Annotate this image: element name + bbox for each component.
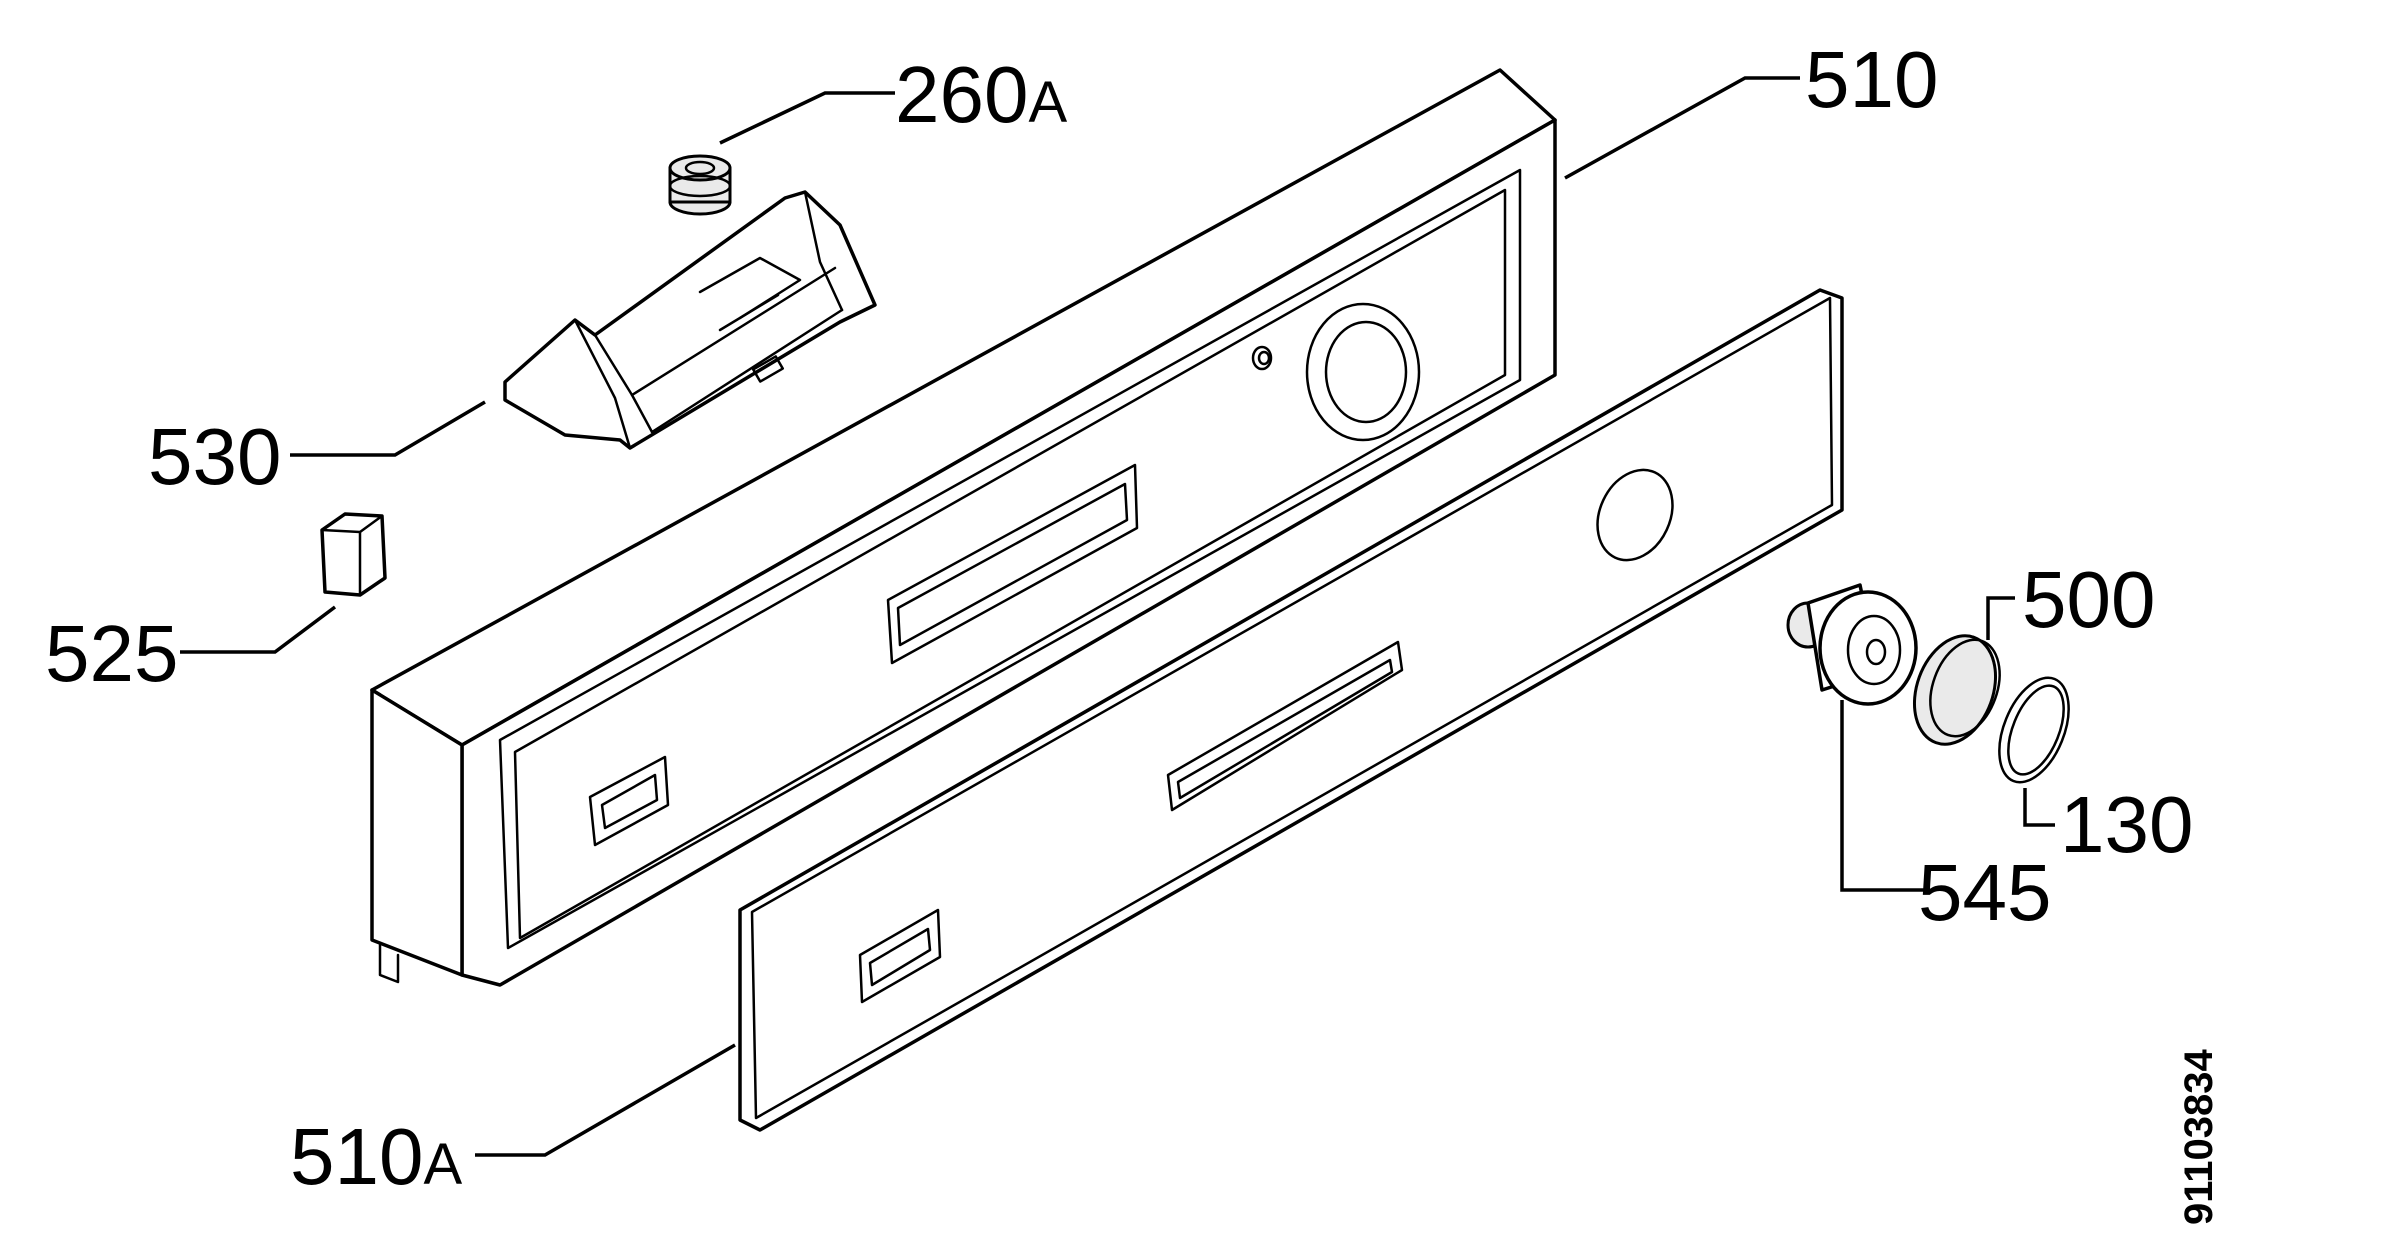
callout-260a: 260A — [895, 50, 1067, 139]
leader-260a — [719, 91, 895, 145]
leader-545 — [1840, 700, 1925, 892]
knob — [1786, 583, 1918, 706]
callout-525: 525 — [45, 609, 178, 698]
leader-130 — [2023, 788, 2055, 827]
callout-130: 130 — [2060, 780, 2193, 869]
callout-510: 510 — [1805, 35, 1938, 124]
front-fascia-plate — [738, 288, 1844, 1132]
leader-510a — [475, 1043, 736, 1157]
leader-510 — [1564, 76, 1800, 180]
dispenser-bracket — [503, 190, 877, 450]
callout-500: 500 — [2022, 555, 2155, 644]
leader-525 — [180, 605, 337, 654]
ring — [1998, 676, 2070, 784]
control-panel-housing — [370, 68, 1557, 987]
grommet — [668, 154, 732, 216]
leader-530 — [290, 400, 486, 457]
callout-510a: 510A — [290, 1112, 462, 1201]
leader-500 — [1986, 596, 2015, 640]
callout-545: 545 — [1918, 848, 2051, 937]
knob-cap — [1912, 634, 2001, 746]
callout-530: 530 — [148, 412, 281, 501]
drawing-number: 91103834 — [2177, 1048, 2221, 1225]
clip — [320, 512, 387, 597]
